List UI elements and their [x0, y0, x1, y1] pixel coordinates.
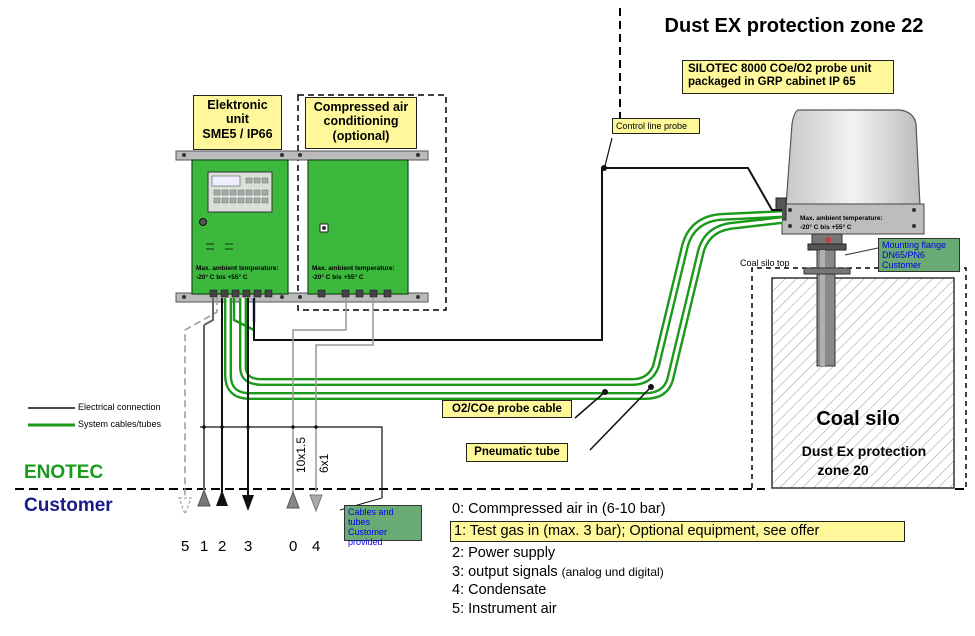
control-line-label: Control line probe — [612, 118, 700, 134]
connection-text-5: 5: Instrument air — [452, 601, 557, 617]
probe-unit-line1: SILOTEC 8000 COe/O2 probe unit — [688, 63, 872, 75]
coal-silo — [771, 277, 955, 489]
mounting-flange-line3: Customer — [882, 259, 922, 270]
connection-item-1: 1: Test gas in (max. 3 bar); Optional eq… — [450, 521, 905, 542]
cable-label-10x1.5: 10x1.5 — [294, 437, 308, 473]
probe-base — [781, 203, 925, 235]
ambient-temp-elektronic-1: Max. ambient temperature: — [196, 265, 279, 272]
connection-item-5: 5: Instrument air — [452, 601, 557, 617]
connection-text-4: 4: Condensate — [452, 582, 547, 598]
zone22-title: Dust EX protection zone 22 — [665, 15, 924, 37]
silo-top-dashed — [751, 267, 967, 488]
connection-text-0: 0: Commpressed air in (6-10 bar) — [452, 501, 666, 517]
legend-electrical-text: Electrical connection — [78, 402, 161, 412]
ambient-temp-air-2: -20° C bis +55° C — [312, 273, 364, 281]
conn-num-4: 4 — [312, 538, 320, 555]
connection-note-3: (analog und digital) — [561, 565, 664, 579]
conn-num-0: 0 — [289, 538, 297, 555]
customer-label: Customer — [24, 495, 113, 516]
probe-unit-line2: packaged in GRP cabinet IP 65 — [688, 76, 856, 89]
ambient-temp-probe-1: Max. ambient temperature: — [800, 215, 883, 222]
electronic-unit-line1: Elektronic — [207, 98, 268, 112]
arrow-4 — [309, 494, 323, 513]
conn-num-2: 2 — [218, 538, 226, 555]
mounting-flange-line2: DN65/PN6 — [882, 249, 926, 260]
conn-num-3: 3 — [244, 538, 252, 555]
compressed-air-label: Compressed air conditioning (optional) — [305, 97, 417, 149]
ambient-temp-probe-2: -20° C bis +55° C — [800, 223, 852, 231]
connection-text-1: 1: Test gas in (max. 3 bar); Optional eq… — [454, 523, 820, 539]
coal-silo-top-label: Coal silo top — [740, 258, 790, 268]
probe-unit-label: SILOTEC 8000 COe/O2 probe unit packaged … — [682, 60, 894, 94]
dust-zone20-line2: zone 20 — [817, 462, 869, 478]
connection-item-4: 4: Condensate — [452, 582, 546, 598]
arrow-1 — [197, 488, 211, 507]
ambient-temp-air-1: Max. ambient temperature: — [312, 265, 395, 272]
ambient-temp-elektronic-2: -20° C bis +55° C — [196, 273, 248, 281]
cable-label-6x1: 6x1 — [317, 453, 331, 473]
connection-item-3: 3: output signals (analog und digital) — [452, 564, 664, 580]
legend-system-text: System cables/tubes — [78, 419, 162, 429]
compressed-air-line1: Compressed air — [313, 100, 409, 114]
connection-text-3: 3: output signals — [452, 564, 562, 580]
conn-num-1: 1 — [200, 538, 208, 555]
connection-item-0: 0: Commpressed air in (6-10 bar) — [452, 501, 666, 517]
connection-text-2: 2: Power supply — [452, 545, 556, 561]
pneumatic-tube-label: Pneumatic tube — [466, 443, 568, 462]
mounting-flange-line1: Mounting flange — [882, 240, 947, 250]
arrow-0 — [286, 490, 300, 509]
mounting-flange-note: Mounting flange DN65/PN6 Customer — [878, 238, 960, 272]
cables-customer-note: Cables and tubes Customer provided — [344, 505, 422, 547]
top-rail — [175, 150, 429, 161]
cables-customer-line1: Cables and tubes — [348, 507, 394, 527]
arrow-3 — [242, 495, 254, 511]
enotec-label: ENOTEC — [24, 462, 103, 483]
arrow-5 — [178, 497, 192, 516]
probe-hood — [785, 109, 921, 207]
probe-tube — [816, 249, 836, 367]
compressed-air-line2: conditioning — [323, 114, 399, 129]
electronic-unit-line3: SME5 / IP66 — [202, 126, 273, 141]
probe-cable-label: O2/COe probe cable — [442, 400, 572, 418]
cables-customer-line3: provided — [348, 536, 383, 547]
arrow-2 — [216, 490, 228, 506]
electronic-unit-line2: unit — [226, 112, 249, 127]
connection-item-2: 2: Power supply — [452, 545, 555, 561]
bottom-rail — [175, 292, 429, 303]
compressed-air-frame — [297, 94, 447, 311]
conn-num-5: 5 — [181, 538, 189, 555]
dust-zone20-line1: Dust Ex protection — [802, 443, 926, 459]
coal-silo-label: Coal silo — [816, 408, 899, 430]
compressed-air-line3: (optional) — [332, 128, 390, 143]
electronic-unit-label: Elektronic unit SME5 / IP66 — [193, 95, 282, 150]
cables-customer-line2: Customer — [348, 526, 388, 537]
